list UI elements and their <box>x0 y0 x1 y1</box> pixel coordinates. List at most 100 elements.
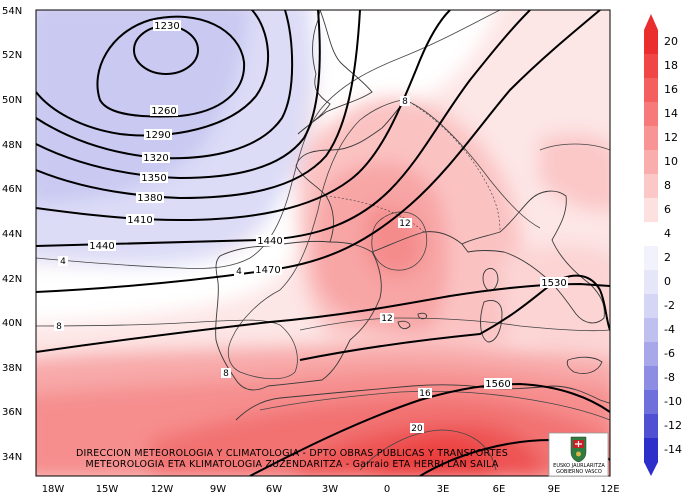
lon-label: 12W <box>150 484 174 495</box>
temperature-field <box>36 10 610 476</box>
colorbar-segment <box>644 54 658 79</box>
svg-text:1440: 1440 <box>89 241 114 252</box>
svg-text:1560: 1560 <box>485 379 510 390</box>
lon-label: 9W <box>209 484 227 495</box>
colorbar-segment <box>644 174 658 199</box>
lat-label: 46N <box>2 184 23 195</box>
isotherm-ne <box>539 143 610 151</box>
gobierno-vasco-logo-emblem <box>548 432 609 477</box>
label-1230: 1230 <box>153 20 181 32</box>
isotherm-12-band <box>299 317 610 332</box>
lon-label: 3W <box>321 484 339 495</box>
svg-text:1410: 1410 <box>127 215 152 226</box>
france-coast <box>295 99 407 243</box>
plot-frame <box>35 9 611 477</box>
logo-text-spanish: GOBIERNO VASCO <box>556 469 602 475</box>
contour-1560 <box>249 382 610 476</box>
contour-1470 <box>36 10 601 293</box>
lat-label: 36N <box>2 407 23 418</box>
svg-text:8: 8 <box>223 369 229 379</box>
isotherm-20 <box>359 429 497 471</box>
contour-1530 <box>299 274 610 361</box>
label-t12-center: 12 <box>398 218 412 229</box>
label-1470: 1470 <box>254 264 282 276</box>
colorbar-tick-label: -10 <box>664 395 682 408</box>
colorbar-tick-label: 20 <box>664 35 678 48</box>
svg-text:1530: 1530 <box>541 278 566 289</box>
iberia-coast <box>215 240 382 391</box>
lon-label: 15W <box>95 484 119 495</box>
colorbar-segment <box>644 222 658 247</box>
lon-label: 6E <box>492 484 506 495</box>
colorbar-segment <box>644 78 658 103</box>
colorbar-tick-label: 14 <box>664 107 678 120</box>
north-africa-coast <box>235 384 610 421</box>
label-t4-west: 4 <box>58 256 68 267</box>
svg-text:4: 4 <box>60 257 66 267</box>
label-1440-east: 1440 <box>256 235 284 247</box>
lat-label: 42N <box>2 274 23 285</box>
svg-text:1380: 1380 <box>137 193 162 204</box>
colorbar-segment <box>644 414 658 439</box>
contour-1500 <box>36 282 610 353</box>
svg-text:1350: 1350 <box>141 173 166 184</box>
lon-label: 9E <box>547 484 561 495</box>
sardinia-coast <box>480 300 503 343</box>
lat-label: 48N <box>2 140 23 151</box>
colorbar-tick-label: -12 <box>664 419 682 432</box>
colorbar-tick-label: 16 <box>664 83 678 96</box>
colorbar-segment <box>644 30 658 55</box>
colorbar-arrow-bottom <box>644 462 658 476</box>
colorbar-arrow-top <box>644 14 658 30</box>
colorbar-tick-label: 0 <box>664 275 671 288</box>
colorbar-segment <box>644 294 658 319</box>
temperature-isotherms <box>36 10 610 471</box>
lat-label: 44N <box>2 229 23 240</box>
label-t8-iberia: 8 <box>221 368 231 379</box>
contour-1260 <box>96 15 246 118</box>
credit-line-basque: METEOROLOGIA ETA KLIMATOLOGIA ZUZENDARIT… <box>85 459 499 470</box>
svg-text:8: 8 <box>56 322 62 332</box>
label-1290: 1290 <box>144 129 172 141</box>
contour-1410 <box>36 10 451 222</box>
coastlines <box>215 10 610 421</box>
label-t8-west: 8 <box>54 321 64 332</box>
colorbar-segment <box>644 270 658 295</box>
lat-label: 50N <box>2 95 23 106</box>
svg-text:8: 8 <box>402 97 408 107</box>
lon-label: 0 <box>383 484 391 495</box>
colorbar-tick-label: -14 <box>664 443 682 456</box>
label-t20: 20 <box>410 423 424 434</box>
britain-coast <box>297 10 373 135</box>
label-1410: 1410 <box>126 214 154 226</box>
colorbar-segment <box>644 318 658 343</box>
colorbar-tick-label: 4 <box>664 227 671 240</box>
label-t12-band: 12 <box>380 313 394 324</box>
svg-text:1440: 1440 <box>257 236 282 247</box>
lon-label: 3E <box>436 484 450 495</box>
colorbar-segment <box>644 390 658 415</box>
label-1560: 1560 <box>484 378 512 390</box>
lon-label: 18W <box>41 484 65 495</box>
contour-1320 <box>36 10 294 160</box>
colorbar-tick-label: -2 <box>664 299 675 312</box>
lat-label: 40N <box>2 318 23 329</box>
svg-text:20: 20 <box>411 424 423 434</box>
label-1320: 1320 <box>142 152 170 164</box>
colorbar-tick-label: 12 <box>664 131 678 144</box>
svg-text:1260: 1260 <box>151 106 176 117</box>
isotherm-4 <box>36 10 501 269</box>
svg-text:12: 12 <box>399 219 410 229</box>
colorbar-segment <box>644 246 658 271</box>
colorbar-tick-label: 8 <box>664 179 671 192</box>
colorbar-segment <box>644 198 658 223</box>
lat-label: 34N <box>2 452 23 463</box>
lon-label: 12E <box>600 484 620 495</box>
colorbar-segment <box>644 102 658 127</box>
label-1530: 1530 <box>540 277 568 289</box>
label-1350: 1350 <box>140 172 168 184</box>
label-t16: 16 <box>418 388 432 399</box>
lon-label: 6W <box>265 484 283 495</box>
colorbar-tick-label: 10 <box>664 155 678 168</box>
